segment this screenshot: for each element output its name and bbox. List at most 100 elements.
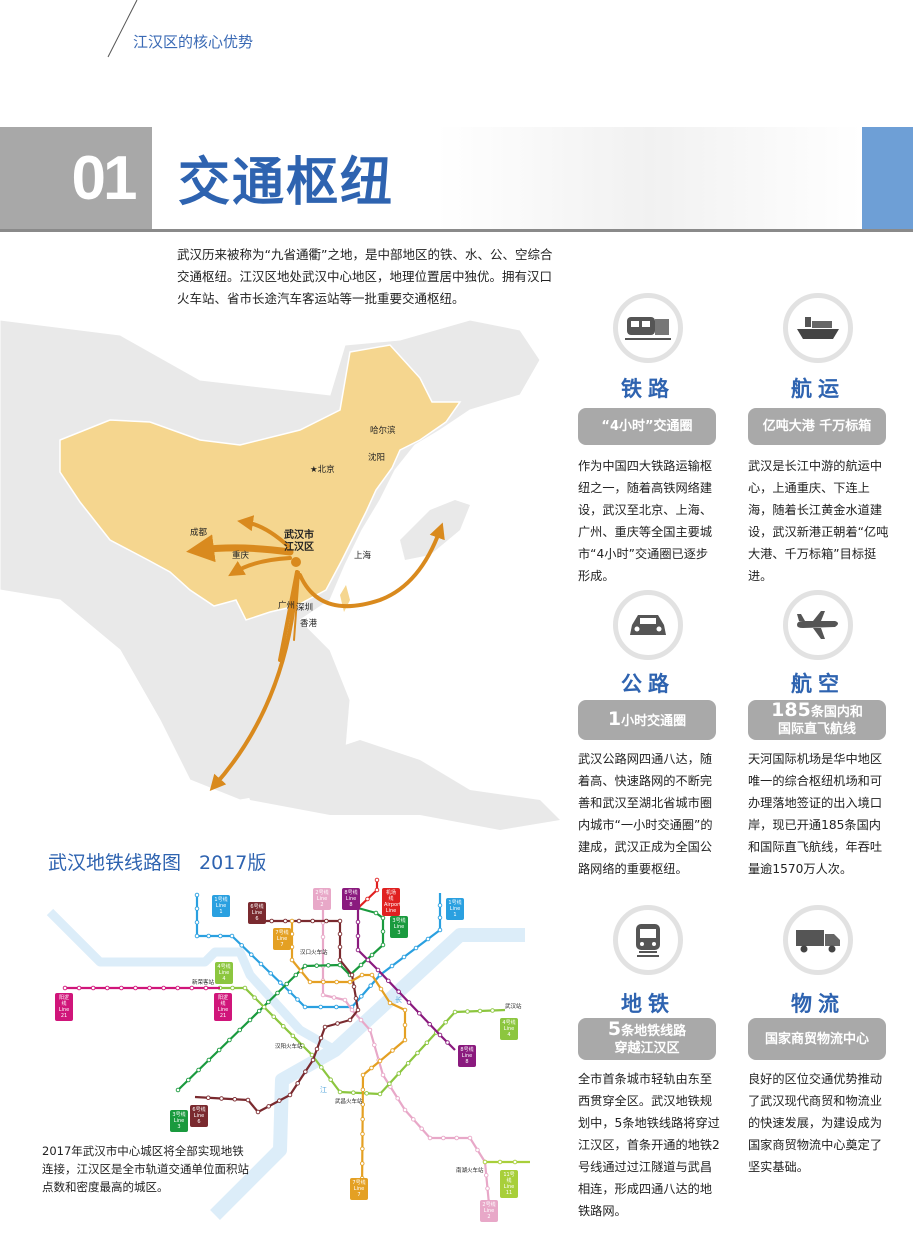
metro-station <box>283 918 288 924</box>
indonesia-land <box>240 740 560 830</box>
intro-text: 武汉历来被称为“九省通衢”之地，是中部地区的铁、水、公、空综合交通枢纽。江汉区地… <box>177 247 553 306</box>
metro-station <box>355 1007 361 1013</box>
metro-station <box>258 961 264 967</box>
metro-station <box>230 985 235 991</box>
metro-station <box>358 1017 364 1023</box>
station-label-hanyang: 汉阳火车站 <box>275 1044 303 1050</box>
metro-station <box>249 952 254 957</box>
arrow-chongqing <box>228 556 292 577</box>
metro-map <box>46 877 530 1220</box>
metro-station <box>247 1017 253 1023</box>
line-en: Line 21 <box>217 1007 229 1019</box>
metro-station <box>268 971 273 976</box>
airplane-icon <box>783 590 853 660</box>
metro-station <box>454 1135 459 1141</box>
metro-station <box>337 944 343 950</box>
metro-station <box>90 985 96 991</box>
metro-station <box>322 1024 328 1030</box>
metro-station <box>441 1135 446 1141</box>
city-label-jianghan: 江汉区 <box>284 542 314 553</box>
metro-station <box>373 910 379 916</box>
metro-station <box>396 1071 402 1076</box>
line-en: Line 2 <box>316 896 328 908</box>
metro-station <box>320 992 326 998</box>
station-label-wuhan: 武汉站 <box>505 1004 522 1010</box>
metro-station <box>386 978 391 984</box>
metro-station <box>281 1024 286 1029</box>
metro-station <box>287 989 293 995</box>
metro-station <box>76 985 82 991</box>
metro-station <box>425 936 431 942</box>
metro-station <box>415 1050 420 1056</box>
metro-station <box>237 1027 242 1033</box>
metro-station <box>360 1161 365 1166</box>
metro-station <box>278 980 283 985</box>
station-label-wuchang: 武昌火车站 <box>335 1099 363 1105</box>
metro-station <box>374 877 380 883</box>
metro-station <box>219 1096 224 1101</box>
metro-station <box>374 887 380 893</box>
line-en: Line 4 <box>503 1026 515 1038</box>
metro-station <box>314 1046 320 1052</box>
route-arrows <box>186 515 445 792</box>
metro-station <box>355 919 361 925</box>
city-label-wuhan: 武汉市江汉区 <box>284 530 314 554</box>
feature-highlight-text: 条国内和 <box>810 705 863 720</box>
metro-station <box>452 1009 458 1015</box>
metro-station <box>443 1020 448 1025</box>
feature-highlight-number: 185 <box>771 699 811 721</box>
metro-station <box>395 1096 400 1101</box>
asia-map <box>0 319 560 830</box>
metro-station <box>310 1057 316 1063</box>
city-label-hongkong: 香港 <box>300 619 318 629</box>
metro-station <box>360 1102 366 1107</box>
japan-land <box>400 500 470 560</box>
metro-station <box>289 918 295 924</box>
metro-station <box>380 1072 386 1078</box>
feature-title: 航空 <box>791 672 845 696</box>
metro-station <box>324 918 329 924</box>
line-en: Line 7 <box>276 936 288 948</box>
city-label-chengdu: 成都 <box>190 528 208 538</box>
feature-highlight: 国家商贸物流中心 <box>748 1018 886 1060</box>
line-name: 6号线 <box>192 1107 206 1113</box>
metro-station <box>380 929 386 934</box>
feature-highlight: 1小时交通圈 <box>578 700 716 740</box>
metro-station <box>360 1116 365 1122</box>
metro-station <box>367 1027 373 1033</box>
metro-station <box>467 1135 473 1141</box>
line-name: 阳逻线 <box>58 995 69 1007</box>
feature-title: 物流 <box>791 992 845 1016</box>
feature-highlight-text: 国家商贸物流中心 <box>764 1031 869 1047</box>
metro-station <box>364 1091 369 1096</box>
metro-station <box>411 1117 416 1122</box>
line-en: Line 4 <box>218 970 230 982</box>
line-en: Line 8 <box>345 896 357 908</box>
feature-highlight-text: 条地铁线路 <box>621 1024 687 1039</box>
metro-station <box>353 996 359 1001</box>
metro-station <box>303 1069 308 1074</box>
metro-station <box>477 1008 483 1014</box>
metro-station <box>360 1072 366 1078</box>
city-label-shanghai: 上海 <box>354 551 372 561</box>
feature-highlight: 5条地铁线路穿越江汉区 <box>578 1018 716 1060</box>
metro-station <box>256 1008 262 1014</box>
station-label-nanhu: 南湖火车站 <box>456 1168 484 1174</box>
metro-station <box>351 1090 356 1095</box>
line-name: 8号线 <box>344 890 358 896</box>
metro-station <box>266 999 271 1005</box>
line-name: 7号线 <box>275 930 289 936</box>
metro-station <box>427 1135 433 1141</box>
metro-station <box>401 954 407 960</box>
metro-station <box>331 995 337 1000</box>
metro-station <box>387 1081 392 1086</box>
metro-station <box>355 933 361 939</box>
city-label-chongqing: 重庆 <box>232 551 250 561</box>
metro-station <box>242 985 248 991</box>
metro-caption: 2017年武汉市中心城区将全部实现地铁连接，江汉区是全市轨道交通单位面积站点数和… <box>42 1144 249 1194</box>
metro-station <box>337 957 343 963</box>
line-en: Line 8 <box>461 1053 473 1065</box>
